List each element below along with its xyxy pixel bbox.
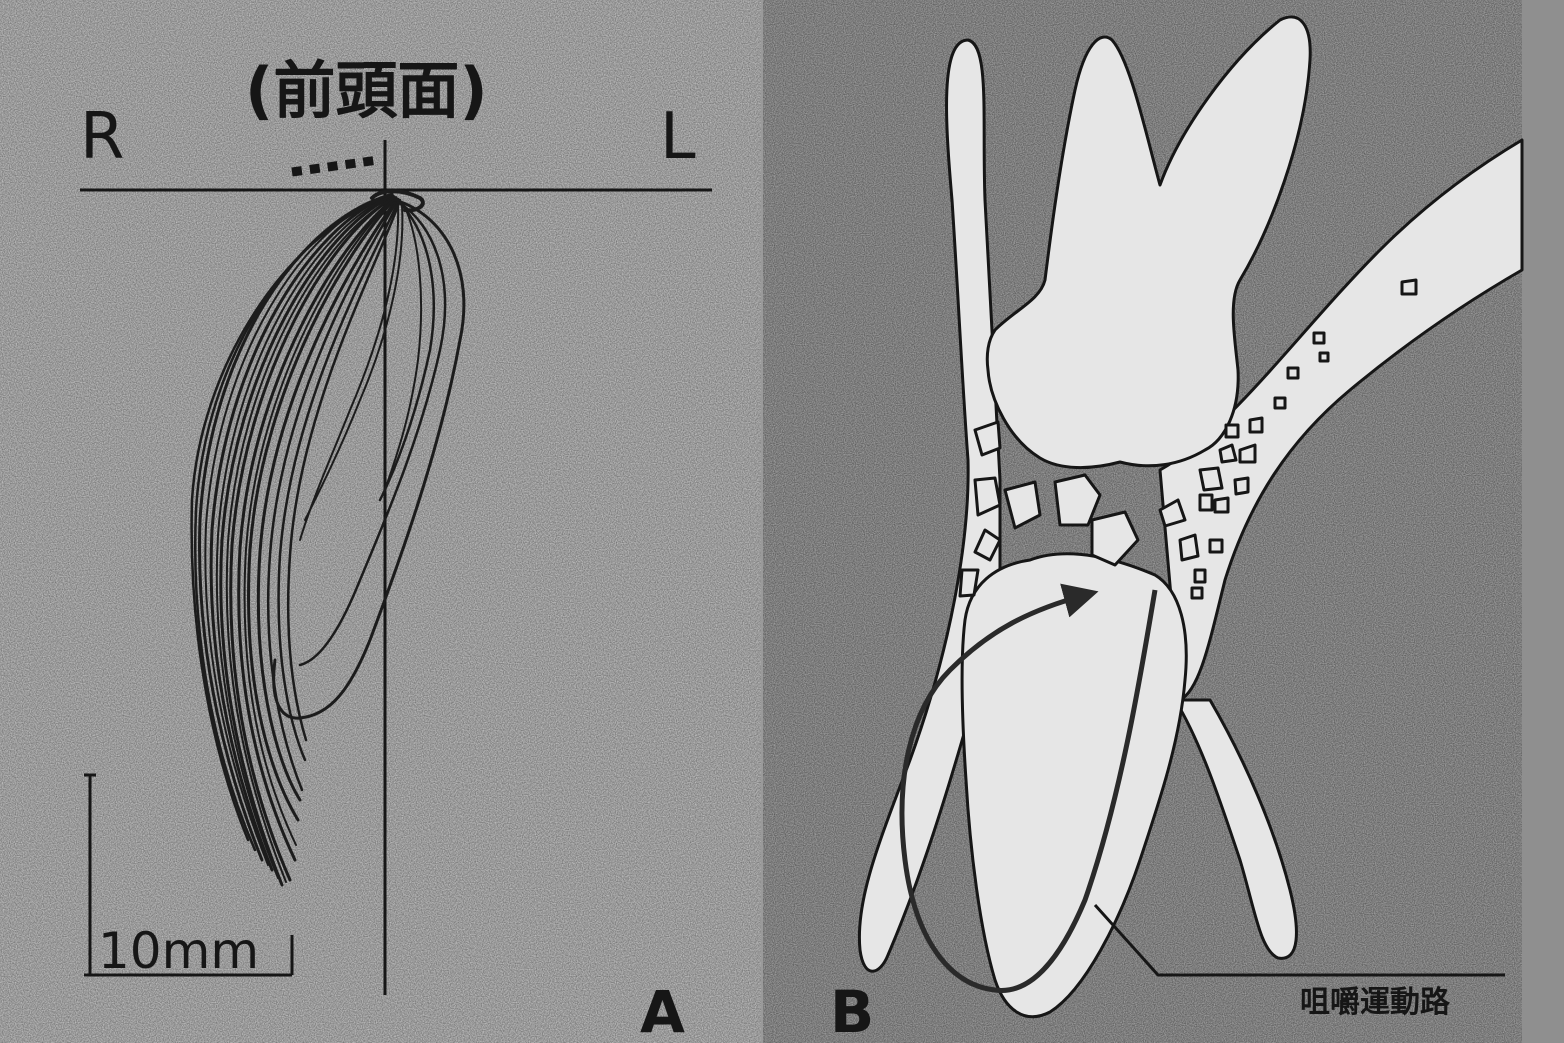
- panel-b: 咀嚼運動路 B: [762, 0, 1564, 1043]
- chewing-path-label: 咀嚼運動路: [1300, 985, 1451, 1020]
- panel-a: (前頭面) R L 10mm A: [0, 0, 762, 1043]
- right-side-label: R: [80, 100, 124, 174]
- panel-b-right-strip: [1522, 0, 1564, 1043]
- left-side-label: L: [660, 100, 696, 174]
- panel-a-letter: A: [640, 978, 685, 1043]
- panel-b-letter: B: [830, 978, 874, 1043]
- frontal-plane-heading: (前頭面): [245, 54, 488, 127]
- scale-bar-label: 10mm: [98, 922, 259, 980]
